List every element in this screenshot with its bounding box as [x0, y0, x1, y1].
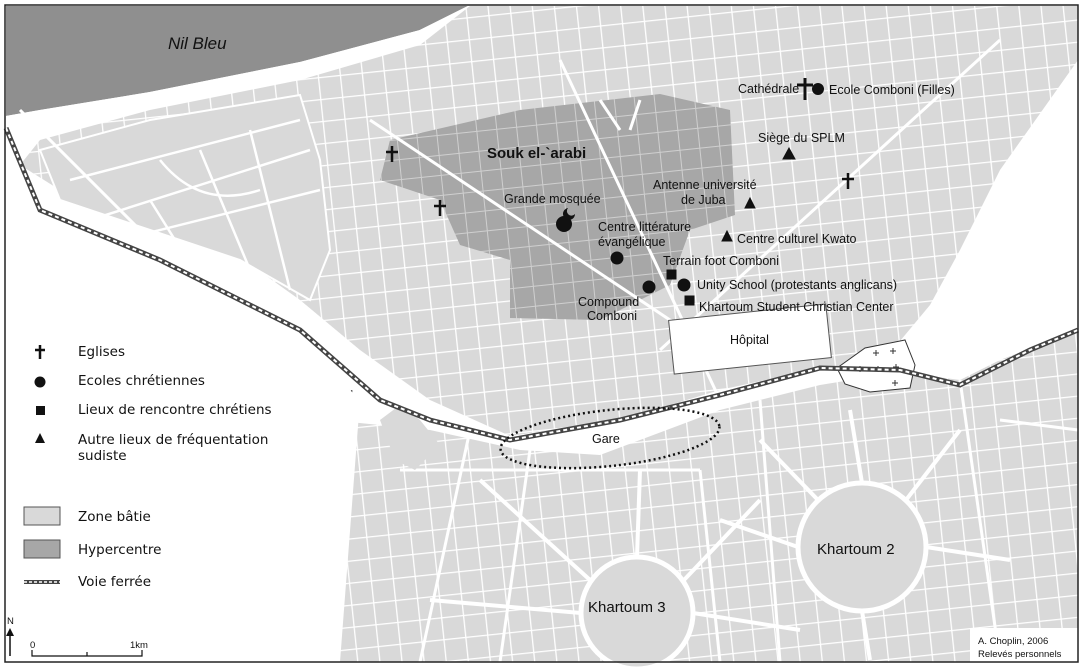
river-label: Nil Bleu — [168, 34, 227, 53]
legend-hypercentre-label: Hypercentre — [78, 542, 161, 558]
legend-other-icon — [35, 433, 45, 443]
north-arrow: N — [6, 616, 14, 656]
grande-mosquee-label: Grande mosquée — [504, 192, 601, 206]
legend-autre-label-1: Autre lieux de fréquentation — [78, 432, 268, 448]
school-comboni-filles-icon — [812, 83, 824, 95]
map-frame — [4, 4, 1079, 663]
school-unity-icon — [677, 278, 691, 292]
centre-litterature-label-2: évangélique — [598, 235, 665, 249]
credits-note: Relevés personnels — [978, 649, 1062, 660]
meeting-terrain-foot-icon — [666, 269, 677, 280]
khartoum3-label: Khartoum 3 — [588, 599, 666, 616]
church-east-icon — [842, 173, 854, 189]
river-bank — [5, 4, 473, 120]
legend-ecoles-label: Ecoles chrétiennes — [78, 373, 205, 389]
legend-rencontre-label: Lieux de rencontre chrétiens — [78, 402, 272, 418]
river-area — [6, 6, 470, 116]
hypercentre-area — [380, 94, 735, 320]
gare-ellipse — [499, 406, 721, 470]
khartoum3-spokes — [429, 469, 801, 632]
block-northwest-gare — [380, 405, 440, 470]
compound-label-2: Comboni — [587, 309, 637, 323]
legend: Eglises Ecoles chrétiennes Lieux de renc… — [23, 344, 272, 590]
other-antenne-icon — [744, 196, 756, 209]
credits-author: A. Choplin, 2006 — [978, 636, 1048, 647]
legend-church-icon — [35, 345, 45, 359]
other-splm-icon — [782, 146, 796, 160]
church-west-icon — [386, 146, 398, 162]
centre-kwato-label: Centre culturel Kwato — [737, 232, 857, 246]
cemetery-block — [836, 339, 916, 393]
antenne-univ-label-2: de Juba — [681, 193, 726, 207]
west-streets — [69, 118, 321, 291]
legend-zone-batie-label: Zone bâtie — [78, 509, 151, 525]
credits-box — [970, 628, 1078, 662]
antenne-univ-label-1: Antenne université — [653, 178, 757, 192]
church-cathedrale-icon — [797, 78, 813, 100]
railway-line-dash — [5, 127, 1079, 442]
legend-hypercentre-swatch — [23, 539, 61, 559]
centre-litterature-label-1: Centre littérature — [598, 220, 691, 234]
crescent-icon — [563, 208, 575, 220]
khartoum2-spokes — [719, 409, 1011, 661]
gare-label: Gare — [592, 432, 620, 446]
other-kwato-icon — [721, 229, 733, 242]
souk-label: Souk el-`arabi — [487, 145, 586, 162]
legend-school-icon — [34, 376, 46, 388]
southern-streets — [400, 379, 1079, 663]
ecole-comboni-filles-label: Ecole Comboni (Filles) — [829, 83, 955, 97]
meeting-kscc-icon — [684, 295, 695, 306]
north-label: N — [7, 616, 14, 627]
main-roads — [18, 38, 1002, 401]
scale-one-label: 1km — [130, 640, 148, 651]
khartoum2-label: Khartoum 2 — [817, 541, 895, 558]
legend-autre-label-2: sudiste — [78, 448, 127, 464]
scale-zero-label: 0 — [30, 640, 35, 651]
hopital-block — [668, 303, 832, 375]
hopital-label: Hôpital — [730, 333, 769, 347]
scale-bar: 0 1km — [30, 640, 148, 657]
legend-zone-batie-swatch — [23, 506, 61, 526]
legend-eglises-label: Eglises — [78, 344, 125, 360]
credits: A. Choplin, 2006 Relevés personnels — [970, 628, 1078, 662]
kscc-label: Khartoum Student Christian Center — [699, 300, 894, 314]
siege-splm-label: Siège du SPLM — [758, 131, 845, 145]
school-compound-icon — [642, 280, 656, 294]
legend-meeting-icon — [36, 406, 45, 415]
church-southwest-icon — [434, 200, 446, 216]
compound-label-1: Compound — [578, 295, 639, 309]
legend-panel — [6, 300, 360, 662]
unity-school-label: Unity School (protestants anglicans) — [697, 278, 897, 292]
school-litterature-icon — [610, 251, 624, 265]
legend-voie-ferree-label: Voie ferrée — [78, 574, 151, 590]
terrain-foot-label: Terrain foot Comboni — [663, 254, 779, 268]
cathedrale-label: Cathédrale — [738, 82, 799, 96]
